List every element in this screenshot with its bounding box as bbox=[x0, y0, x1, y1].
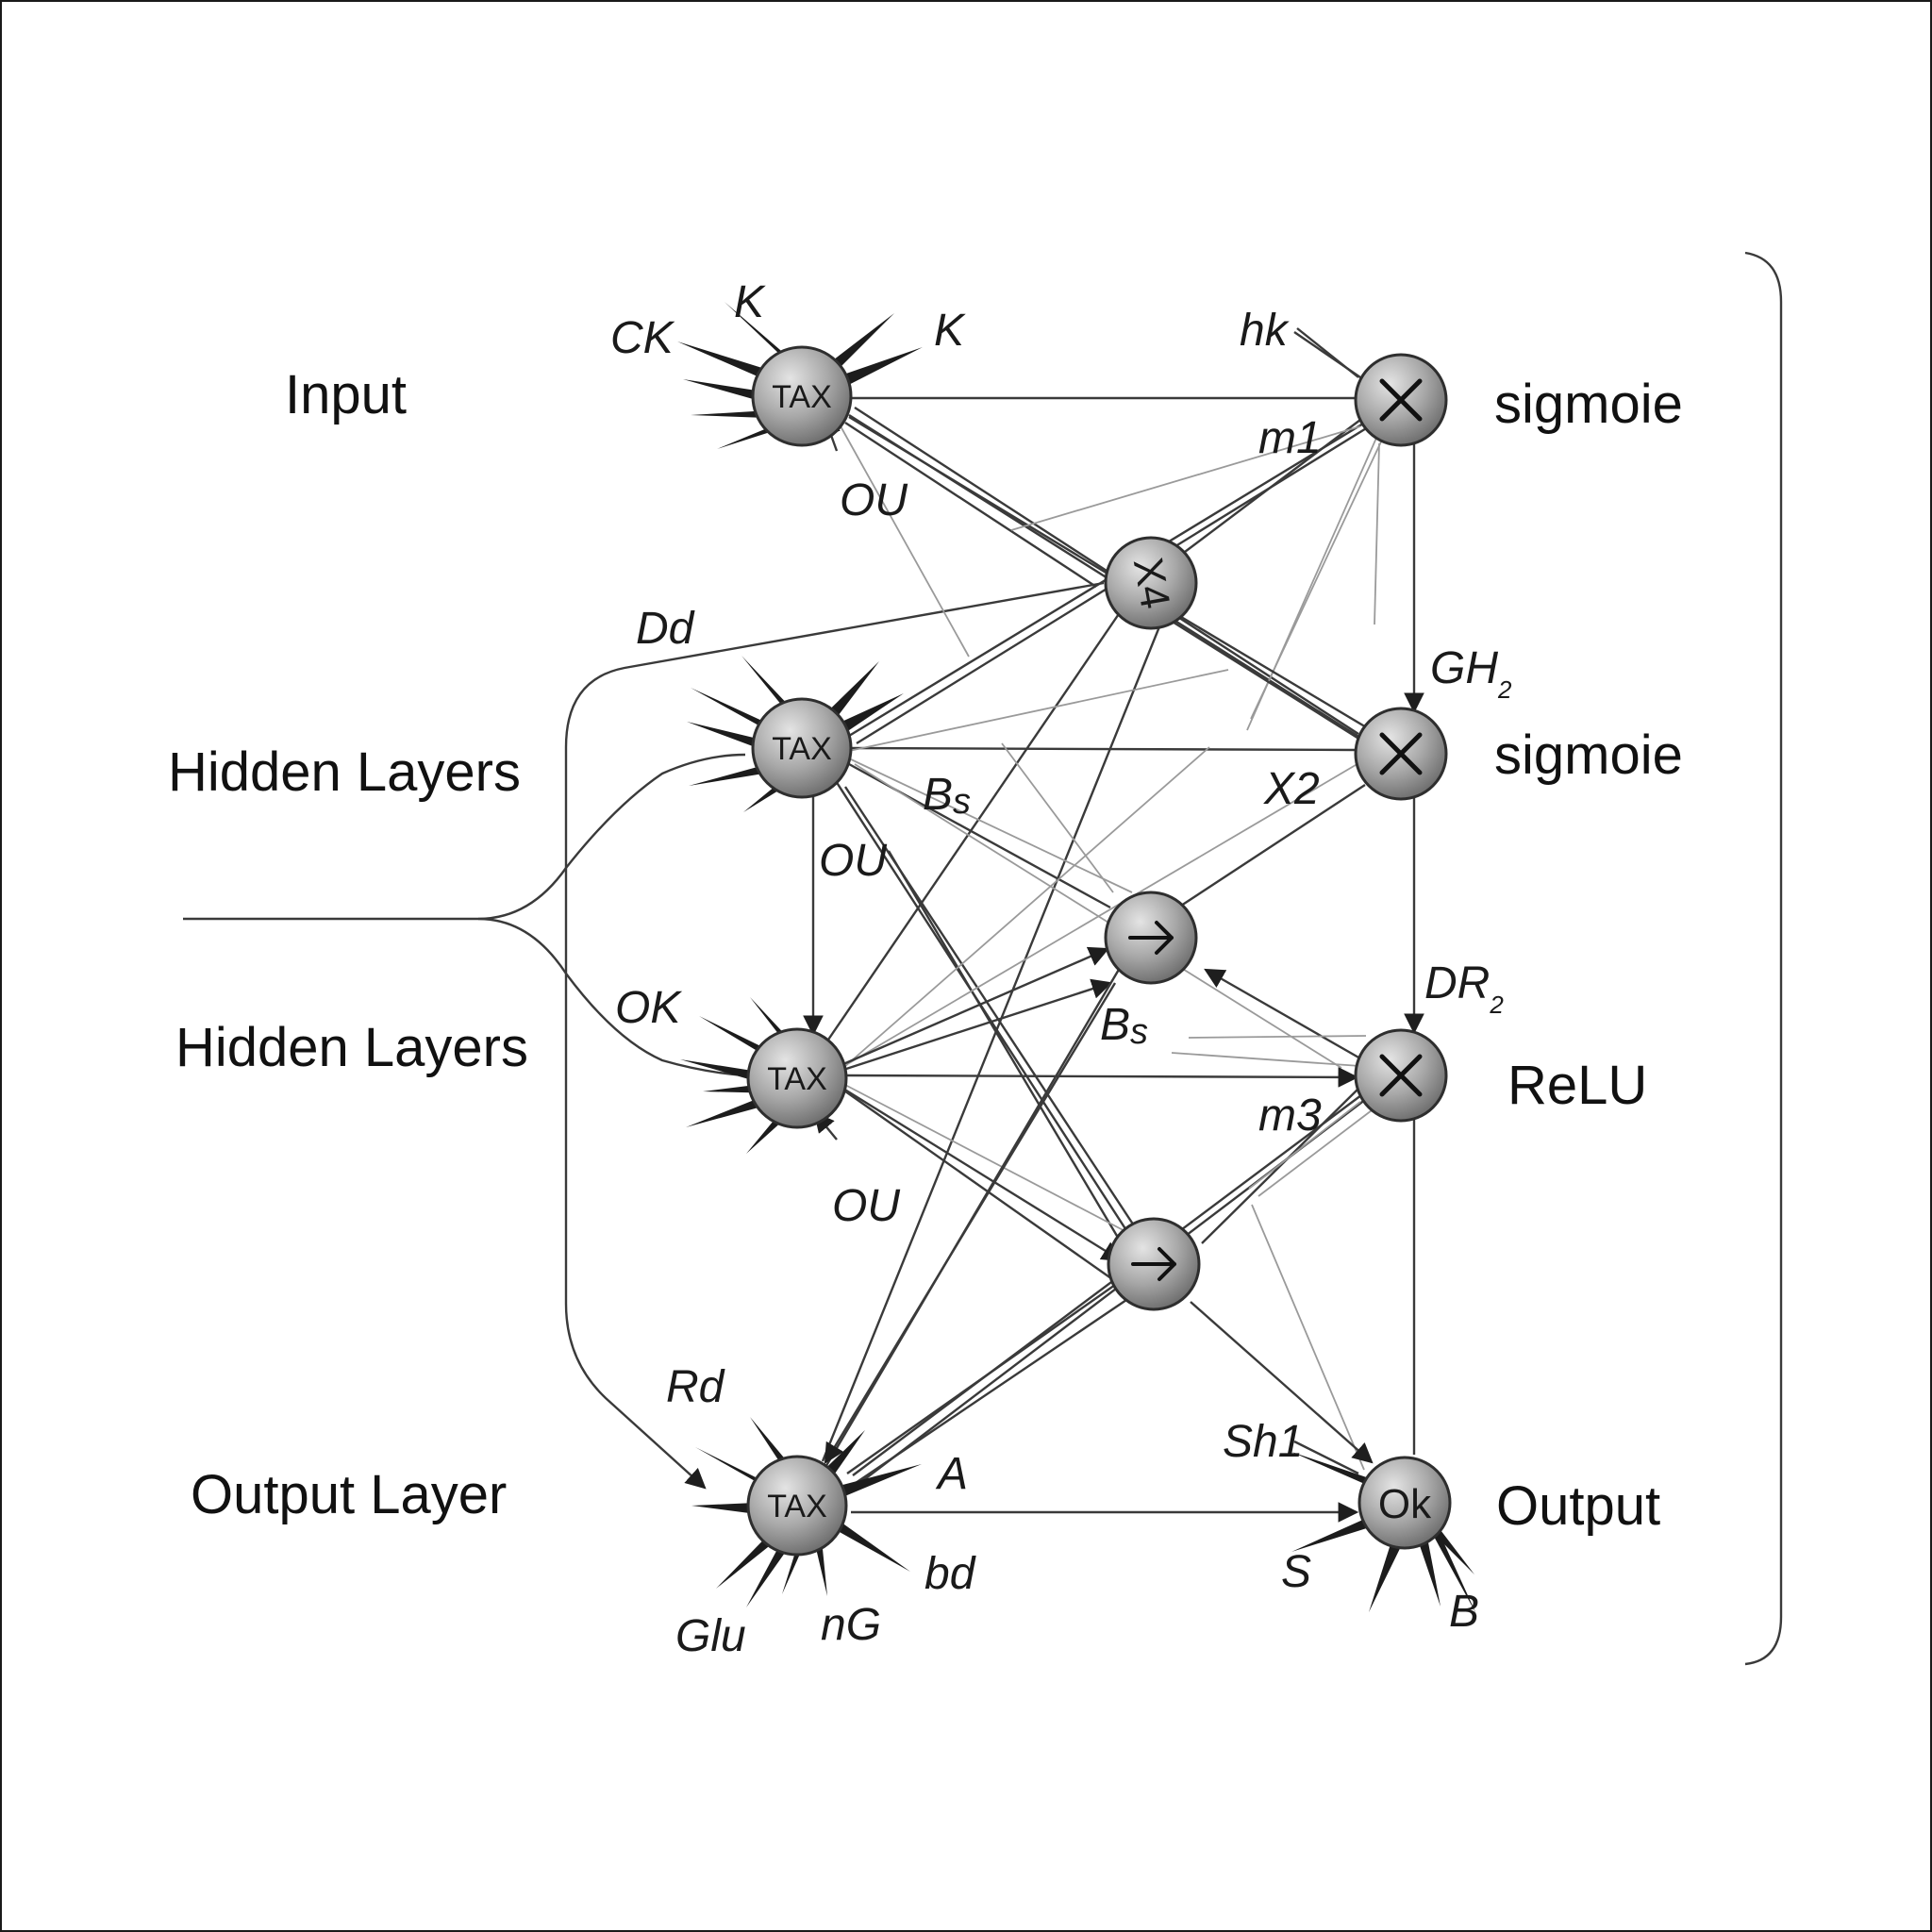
node-sigmoid-1 bbox=[1354, 353, 1448, 447]
edge-label-bs1-sub: s bbox=[953, 782, 971, 822]
edge-label-m3: m3 bbox=[1258, 1091, 1322, 1141]
layer-label-output: Output Layer bbox=[191, 1464, 507, 1525]
edge-label-ou2: OU bbox=[819, 836, 887, 886]
edge-label-s: S bbox=[1281, 1547, 1311, 1597]
edge-label-a: A bbox=[935, 1449, 968, 1499]
edge-label-dr-sub: 2 bbox=[1489, 991, 1504, 1019]
edge-label-ok: OK bbox=[615, 983, 682, 1033]
layer-label-input: Input bbox=[285, 364, 407, 425]
feed-connector bbox=[183, 581, 1105, 1490]
activation-label-2: sigmoie bbox=[1494, 724, 1683, 786]
right-bracket bbox=[1744, 251, 1783, 1666]
edge-label-dr-main: DR bbox=[1424, 958, 1490, 1008]
spiky-node-tax1 bbox=[677, 302, 923, 449]
edge-label-k1: K bbox=[734, 277, 766, 327]
node-label-tax4: TAX bbox=[767, 1489, 827, 1524]
node-label-mid-x4: X4 bbox=[1124, 555, 1179, 613]
node-label-tax2: TAX bbox=[772, 731, 832, 767]
node-label-output: Ok bbox=[1378, 1481, 1432, 1527]
node-mid-x4 bbox=[1104, 536, 1198, 630]
activation-label-1: sigmoie bbox=[1494, 374, 1683, 435]
edge-label-x2: X2 bbox=[1263, 764, 1320, 814]
edge-label-hk: hk bbox=[1240, 306, 1291, 356]
edge-label-rd: Rd bbox=[666, 1362, 725, 1412]
edge-label-bs1: Bs bbox=[923, 770, 971, 822]
edge-label-bs1-main: B bbox=[923, 770, 953, 820]
edge-label-glu: Glu bbox=[675, 1611, 746, 1661]
spiky-node-tax4 bbox=[691, 1417, 922, 1607]
node-label-tax1: TAX bbox=[772, 379, 832, 415]
spiky-node-output bbox=[1291, 1452, 1476, 1614]
node-arrow-upper bbox=[1104, 891, 1198, 985]
edge-label-m1: m1 bbox=[1258, 413, 1322, 463]
edge-label-b: B bbox=[1449, 1587, 1479, 1637]
edge-label-bd: bd bbox=[924, 1549, 976, 1599]
edge-label-k2: K bbox=[934, 306, 966, 356]
edge-label-ou3: OU bbox=[832, 1181, 900, 1231]
edge-label-bs2: Bs bbox=[1100, 1000, 1148, 1052]
edge-label-sh1: Sh1 bbox=[1223, 1417, 1303, 1467]
edge-label-dr: DR2 bbox=[1424, 958, 1504, 1019]
edge-label-gh-main: GH bbox=[1430, 643, 1498, 693]
layer-label-hidden-1: Hidden Layers bbox=[168, 741, 521, 803]
edge-label-ng: nG bbox=[821, 1600, 881, 1650]
edge-label-gh: GH2 bbox=[1430, 643, 1512, 704]
spiky-node-tax2 bbox=[687, 656, 904, 812]
edge-label-dd: Dd bbox=[636, 604, 695, 654]
edge-label-gh-sub: 2 bbox=[1497, 675, 1512, 704]
spiky-node-tax3 bbox=[680, 997, 848, 1154]
node-sigmoid-2 bbox=[1354, 707, 1448, 801]
node-label-tax3: TAX bbox=[767, 1061, 827, 1097]
edge-label-bs2-sub: s bbox=[1130, 1012, 1148, 1052]
layer-label-hidden-2: Hidden Layers bbox=[175, 1017, 528, 1078]
edge-label-bs2-main: B bbox=[1100, 1000, 1130, 1050]
activation-label-3: ReLU bbox=[1507, 1055, 1647, 1116]
node-arrow-lower bbox=[1107, 1217, 1201, 1311]
edge-label-ou1: OU bbox=[840, 475, 908, 525]
edge-label-ck: CK bbox=[610, 313, 675, 363]
activation-label-4: Output bbox=[1496, 1475, 1660, 1537]
node-relu bbox=[1354, 1028, 1448, 1123]
